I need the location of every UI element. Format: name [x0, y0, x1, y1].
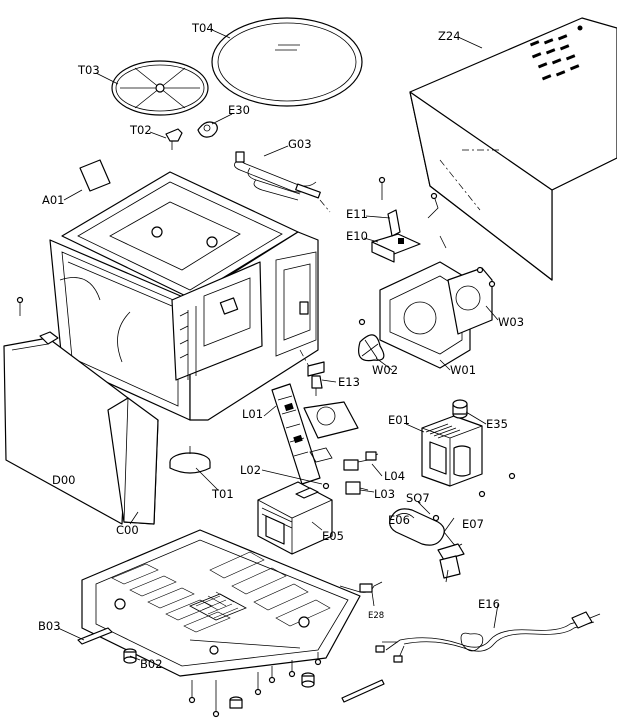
foot-b02: [123, 648, 315, 709]
oven-cavity: [49, 171, 319, 421]
label-l03: L03: [374, 487, 395, 501]
part-e28: [339, 581, 383, 593]
door-frame-c00: [107, 397, 159, 525]
label-a01: A01: [42, 193, 65, 207]
turntable-motor-t01: [169, 446, 211, 474]
part-e13: [307, 361, 325, 396]
strip-part: [341, 679, 385, 703]
bracket-b03: [77, 627, 113, 645]
label-d00: D00: [52, 473, 76, 487]
callout-labels: T04 Z24 T03 E30 T02 G03 A01 E11 E10 W03 …: [38, 21, 524, 671]
label-l04: L04: [384, 469, 405, 483]
label-sq7: SQ7: [406, 491, 430, 505]
part-e35: [452, 399, 468, 419]
base-screws: [188, 652, 322, 718]
coupler-t02: [165, 128, 183, 150]
label-e10: E10: [346, 229, 368, 243]
roller-ring-t03: [111, 60, 209, 116]
waveguide-cover-a01: [79, 159, 111, 192]
label-t03: T03: [77, 63, 100, 77]
grill-heater-g03: [234, 151, 331, 213]
label-e05: E05: [322, 529, 344, 543]
part-e30: [197, 121, 218, 138]
switch-l04: [343, 451, 379, 471]
label-w03: W03: [498, 315, 524, 329]
label-t04: T04: [191, 21, 214, 35]
case-vent-slots: [529, 34, 580, 81]
outer-case-z24: [409, 17, 617, 281]
label-e11: E11: [346, 207, 368, 221]
label-t02: T02: [129, 123, 152, 137]
latch-bracket-l01: [271, 383, 359, 485]
label-t01: T01: [211, 487, 234, 501]
switch-assembly-e10: [371, 176, 439, 263]
capacitor-e06: [389, 508, 445, 546]
fan-assembly-w01: [358, 235, 496, 369]
label-e35: E35: [486, 417, 508, 431]
label-e06: E06: [388, 513, 410, 527]
label-e16: E16: [478, 597, 500, 611]
label-w01: W01: [450, 363, 476, 377]
label-e28: E28: [368, 611, 384, 621]
switch-l03: [345, 481, 369, 495]
label-b02: B02: [140, 657, 163, 671]
label-l02: L02: [240, 463, 261, 477]
label-b03: B03: [38, 619, 61, 633]
label-z24: Z24: [438, 29, 461, 43]
label-g03: G03: [288, 137, 312, 151]
power-cord-e16: [375, 611, 601, 663]
label-e13: E13: [338, 375, 360, 389]
leader-lines: [57, 28, 499, 661]
glass-turntable-t04: [211, 17, 363, 107]
label-l01: L01: [242, 407, 263, 421]
label-w02: W02: [372, 363, 398, 377]
label-c00: C00: [116, 523, 139, 537]
switch-l02: [322, 482, 330, 490]
base-plate: [81, 529, 361, 677]
label-e30: E30: [228, 103, 250, 117]
part-e07: [437, 531, 465, 583]
magnetron-e05: [257, 481, 333, 555]
label-e01: E01: [388, 413, 410, 427]
transformer-e01: [421, 415, 483, 487]
label-e07: E07: [462, 517, 484, 531]
base-vents: [111, 551, 331, 633]
